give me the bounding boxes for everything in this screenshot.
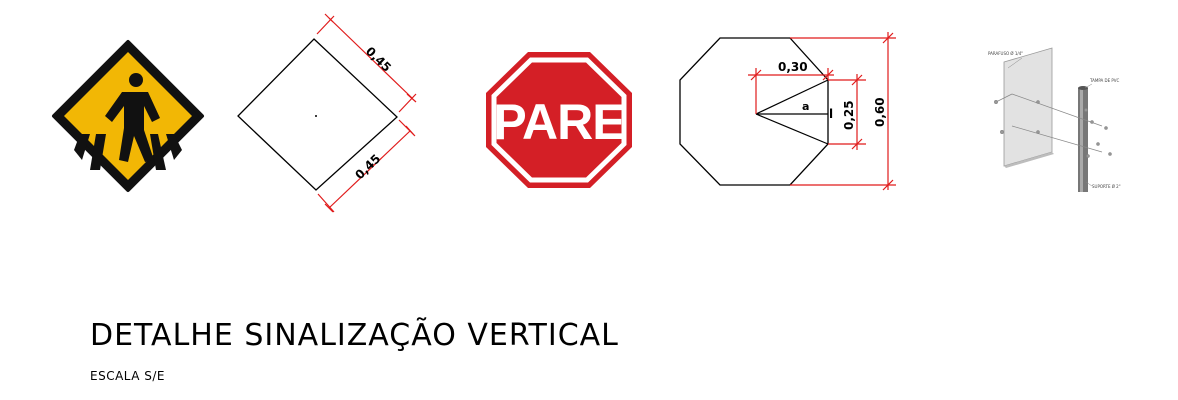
octagon-height-label: 0,60 (873, 97, 887, 127)
side-marker-label: l (829, 107, 833, 121)
drawing-title: DETALHE SINALIZAÇÃO VERTICAL (90, 318, 619, 353)
octagon-half-width-label: 0,30 (778, 60, 808, 74)
dimension-top (316, 13, 417, 113)
angle-label: a (802, 100, 809, 113)
pedestrian-icon (74, 73, 182, 170)
octagon-sign-diagram: a l 0,30 0,25 0,60 (679, 32, 896, 191)
support-label: SUPORTE Ø 2" (1092, 184, 1121, 189)
diamond-sign-diagram: 0,45 0,45 (237, 13, 417, 213)
screw-label: PARAFUSO Ø 1/4" (988, 51, 1023, 56)
dimension-top-label: 0,45 (363, 44, 394, 75)
angle-construction (755, 79, 829, 145)
mounting-detail-diagram: PARAFUSO Ø 1/4" TAMPA DE PVC SUPORTE Ø 2… (988, 47, 1121, 192)
pedestrian-crossing-sign (49, 39, 207, 193)
dimension-lines (748, 32, 896, 191)
cap-label: TAMPA DE PVC (1089, 78, 1120, 83)
dimension-bottom (317, 119, 416, 213)
octagon-side-label: 0,25 (842, 100, 856, 130)
drawing-scale: ESCALA S/E (90, 369, 166, 383)
dimension-bottom-label: 0,45 (352, 152, 383, 183)
stop-sign-text: PARE (493, 94, 624, 150)
stop-sign: PARE (486, 52, 632, 188)
